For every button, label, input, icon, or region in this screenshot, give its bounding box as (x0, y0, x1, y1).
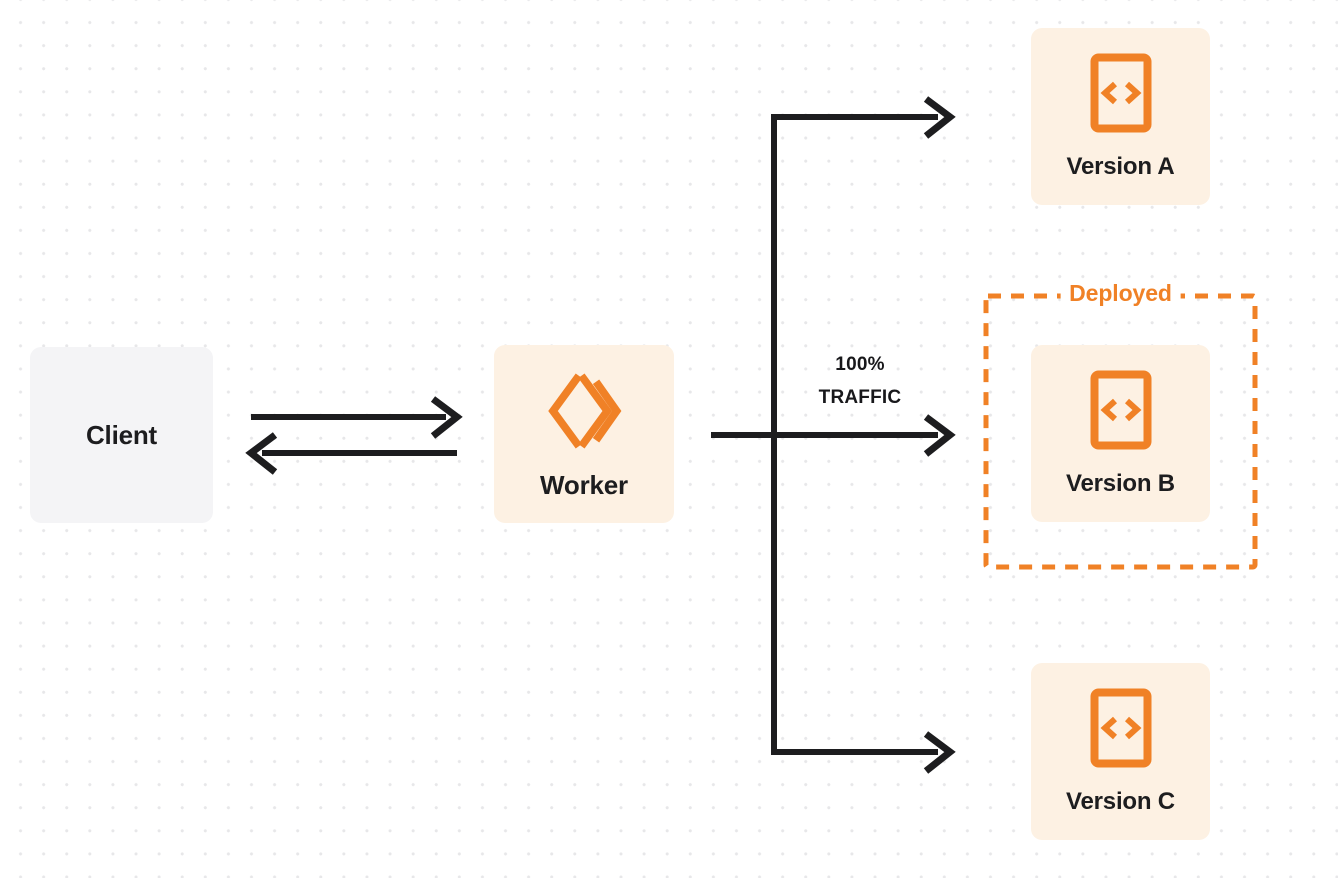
cloudflare-workers-logo-icon (541, 368, 627, 454)
node-client[interactable]: Client (30, 347, 213, 523)
node-version-a-label: Version A (1066, 152, 1175, 180)
code-file-icon (1090, 53, 1152, 133)
node-worker-label: Worker (540, 469, 628, 500)
code-file-icon (1090, 370, 1152, 450)
node-worker[interactable]: Worker (494, 345, 674, 523)
deployed-group-frame: Deployed (983, 282, 1258, 570)
branch-to-version-a (771, 96, 956, 139)
node-client-label: Client (85, 419, 158, 450)
traffic-caption: TRAFFIC (818, 386, 902, 408)
branch-to-version-b (923, 414, 956, 457)
node-version-b-label: Version B (1066, 469, 1175, 497)
response-arrow (245, 432, 457, 475)
traffic-label: 100% TRAFFIC (790, 349, 930, 414)
code-file-icon (1090, 688, 1152, 768)
deployed-dashed-border (983, 293, 1258, 570)
node-version-a[interactable]: Version A (1031, 28, 1210, 205)
branch-to-version-c (771, 731, 956, 774)
traffic-percent: 100% (835, 354, 885, 375)
deployed-group-label: Deployed (1060, 282, 1181, 306)
request-arrow (251, 396, 463, 439)
traffic-split-trunk (711, 114, 938, 755)
node-version-c[interactable]: Version C (1031, 663, 1210, 840)
node-version-c-label: Version C (1066, 787, 1175, 815)
node-version-b[interactable]: Version B (1031, 345, 1210, 522)
